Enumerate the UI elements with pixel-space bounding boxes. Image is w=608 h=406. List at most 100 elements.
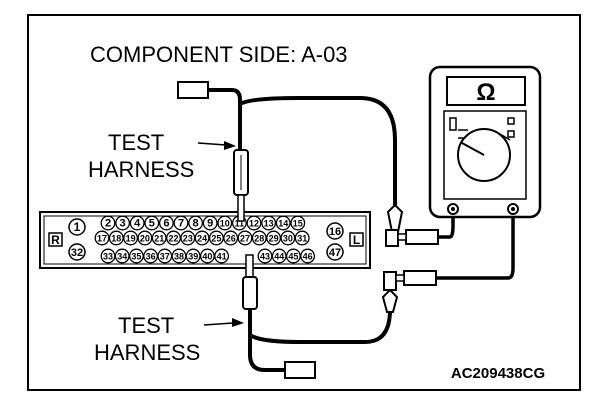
upper-meter-lead (238, 96, 397, 205)
pin-cavity (94, 230, 110, 246)
pin-cavity (137, 230, 153, 246)
pin-23: 23 (183, 234, 193, 244)
meter-com-lead (438, 212, 455, 239)
pin-9: 9 (207, 218, 213, 230)
pin-cavity (223, 230, 239, 246)
multimeter: Ω (428, 65, 542, 219)
lower-harness-wire (248, 290, 285, 372)
upper-harness-plug (177, 81, 209, 99)
pin-33: 33 (103, 252, 113, 262)
pin-cavity (275, 215, 291, 231)
pin-cavity (251, 230, 267, 246)
connector-l-label: L (353, 233, 360, 247)
pin-cavity (100, 215, 116, 231)
upper-harness-label-line2: HARNESS (88, 157, 194, 182)
lower-test-lead-clip (381, 270, 437, 313)
lower-harness-plug (284, 361, 316, 379)
pin-15: 15 (293, 219, 303, 229)
pin-cavity (237, 230, 253, 246)
pin-45: 45 (288, 252, 298, 262)
pin-cavity (194, 230, 210, 246)
pin-25: 25 (211, 234, 221, 244)
pin-cavity (266, 230, 282, 246)
upper-harness-wire (208, 88, 242, 150)
pin-24: 24 (197, 234, 207, 244)
figure-title: COMPONENT SIDE: A-03 (90, 42, 348, 67)
pin-18: 18 (111, 234, 121, 244)
pin-39: 39 (188, 252, 198, 262)
pin-cavity (151, 230, 167, 246)
pin-22: 22 (168, 234, 178, 244)
pin-29: 29 (269, 234, 279, 244)
pin-36: 36 (146, 252, 156, 262)
figure-code: AC209438CG (451, 365, 545, 382)
pin-44: 44 (274, 252, 284, 262)
pin-16: 16 (329, 226, 341, 238)
pin-19: 19 (126, 234, 136, 244)
pin-37: 37 (160, 252, 170, 262)
pin-38: 38 (174, 252, 184, 262)
pin-32: 32 (71, 247, 83, 259)
pin-21: 21 (154, 234, 164, 244)
pin-10: 10 (220, 219, 230, 229)
pin-34: 34 (117, 252, 127, 262)
pin-13: 13 (264, 219, 274, 229)
pin-cavity (202, 215, 218, 231)
pin-cavity (158, 215, 174, 231)
pin-8: 8 (193, 218, 199, 230)
pin-2: 2 (105, 218, 111, 230)
pin-26: 26 (226, 234, 236, 244)
pin-43: 43 (260, 252, 270, 262)
pin-cavity (129, 215, 145, 231)
ohm-symbol: Ω (476, 79, 495, 106)
lower-harness-arrow (203, 318, 244, 327)
lower-harness-label-line2: HARNESS (94, 340, 200, 365)
lower-harness-probe-tip (245, 254, 254, 278)
upper-harness-probe-tip (237, 194, 245, 222)
pin-35: 35 (131, 252, 141, 262)
pin-7: 7 (178, 218, 184, 230)
pin-cavity (180, 230, 196, 246)
lower-test-harness (242, 254, 316, 379)
pin-11: 11 (235, 219, 245, 229)
upper-test-harness (177, 81, 249, 222)
pin-3: 3 (120, 218, 126, 230)
connector-r-mark (48, 232, 63, 247)
pin-cavity (173, 215, 189, 231)
pin-cavity (246, 215, 262, 231)
meter-v-lead (436, 212, 515, 280)
pin-47: 47 (329, 247, 341, 259)
pin-6: 6 (163, 218, 169, 230)
pin-5: 5 (149, 218, 155, 230)
lower-harness-probe-body (242, 276, 258, 310)
connector-l-mark (349, 232, 364, 247)
pin-31: 31 (297, 234, 307, 244)
pin-12: 12 (249, 219, 259, 229)
lower-meter-lead (248, 290, 392, 344)
upper-harness-arrow (197, 141, 236, 150)
pin-cavity (188, 215, 204, 231)
pin-30: 30 (283, 234, 293, 244)
figure-frame (27, 14, 581, 391)
pin-41: 41 (217, 252, 227, 262)
pin-cavity (290, 215, 306, 231)
connector-r-label: R (51, 233, 60, 247)
upper-harness-label-line1: TEST (108, 130, 164, 155)
pin-cavity (108, 230, 124, 246)
pin-14: 14 (278, 219, 288, 229)
pin-cavity (208, 230, 224, 246)
pin-cavity (300, 248, 316, 264)
pin-cavity (115, 215, 131, 231)
upper-test-lead-clip (385, 203, 439, 247)
pin-1: 1 (74, 220, 81, 234)
pin-cavity (214, 248, 230, 264)
pin-20: 20 (140, 234, 150, 244)
pin-cavity (217, 215, 233, 231)
multimeter-display (446, 76, 526, 106)
pin-cavity (144, 215, 160, 231)
pin-cavity (280, 230, 296, 246)
